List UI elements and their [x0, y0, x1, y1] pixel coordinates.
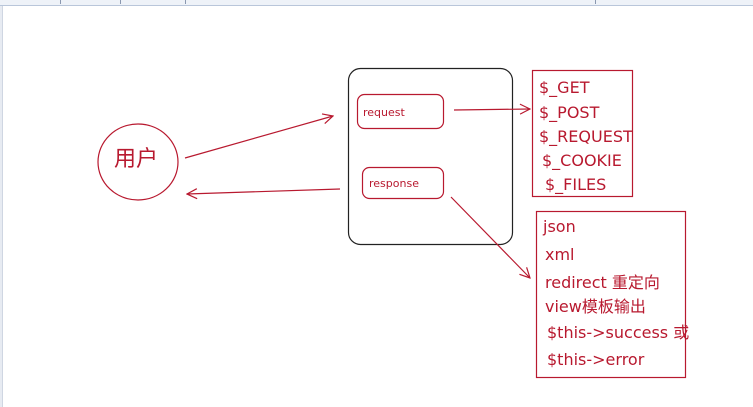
request-box — [356, 93, 445, 130]
output-type-item: view模板输出 — [545, 297, 646, 316]
response-label: response — [369, 177, 419, 190]
left-ruler — [0, 6, 3, 407]
input-var-item: $_FILES — [545, 175, 607, 194]
output-types-box — [535, 210, 687, 379]
ruler-tick — [595, 0, 596, 4]
ruler-tick — [185, 0, 186, 4]
output-type-item: xml — [545, 245, 575, 264]
user-label: 用户 — [114, 147, 159, 172]
ruler-tick — [60, 0, 61, 4]
request-label: request — [363, 106, 405, 119]
arrow-request-to-inputs — [453, 109, 530, 110]
arrow-user-to-controller — [184, 116, 333, 159]
ruler-tick — [120, 0, 121, 4]
response-box — [361, 166, 445, 200]
output-type-item: $this->success 或 — [547, 323, 690, 342]
user-circle — [97, 123, 179, 201]
top-ruler — [0, 0, 753, 6]
input-var-item: $_COOKIE — [542, 151, 622, 170]
output-type-item: json — [543, 217, 576, 236]
controller-box — [347, 67, 514, 246]
input-vars-box — [531, 69, 634, 198]
arrow-controller-to-user — [187, 189, 341, 194]
input-var-item: $_POST — [539, 103, 600, 122]
input-var-item: $_GET — [539, 78, 590, 97]
output-type-item: $this->error — [547, 350, 645, 369]
arrow-response-to-outputs — [450, 196, 530, 278]
input-var-item: $_REQUEST — [539, 127, 633, 146]
output-type-item: redirect 重定向 — [545, 273, 660, 292]
